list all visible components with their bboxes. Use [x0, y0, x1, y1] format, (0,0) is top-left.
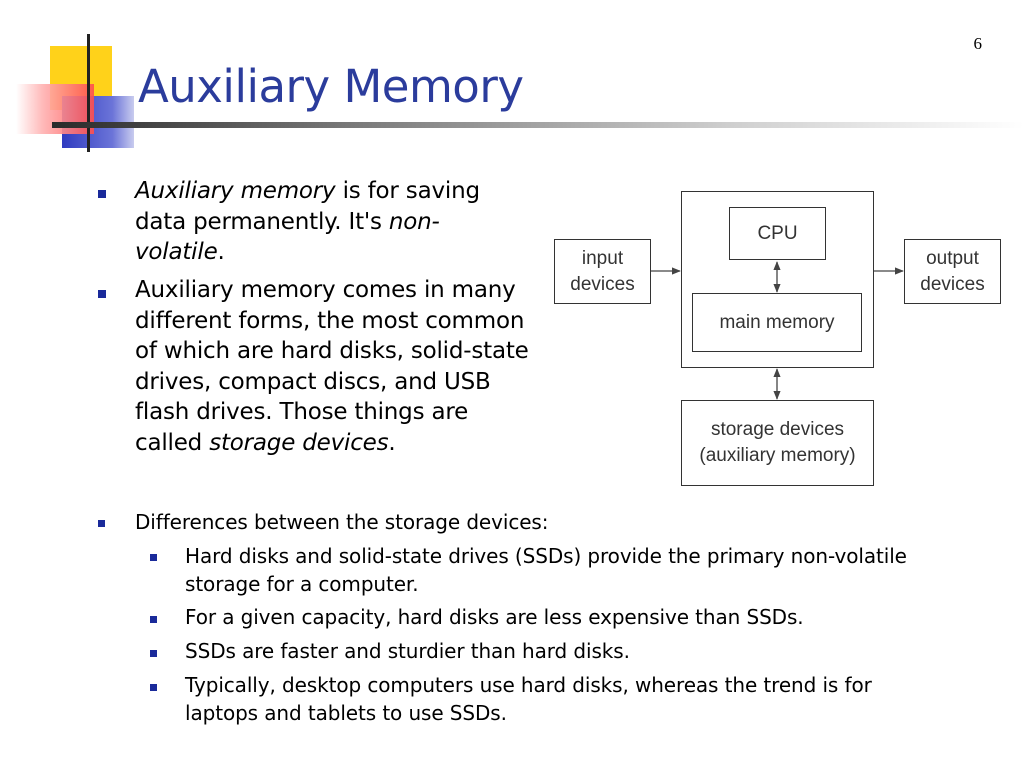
bullet-2-text: Auxiliary memory comes in many different… — [135, 275, 530, 458]
sub-bullet-4: Typically, desktop computers use hard di… — [185, 673, 872, 725]
storage-devices-label-line1: storage devices — [710, 419, 845, 440]
decor-vertical-line — [87, 34, 90, 152]
bullet-2-span-1: Auxiliary memory comes in many different… — [135, 277, 529, 456]
main-memory-label: main memory — [719, 311, 835, 333]
cpu-box: CPU — [729, 207, 826, 260]
sub-bullet-3: SSDs are faster and sturdier than hard d… — [185, 639, 630, 663]
output-devices-box: output devices — [904, 239, 1001, 304]
bullet-1-text: Auxiliary memory is for saving data perm… — [135, 176, 525, 268]
bullet-marker — [98, 520, 105, 527]
slide-title: Auxiliary Memory — [138, 60, 524, 113]
computer-box — [681, 191, 874, 368]
input-devices-box: input devices — [554, 239, 651, 304]
bullet-1-italic-1: Auxiliary memory — [135, 178, 336, 204]
sub-bullet-marker — [150, 684, 157, 691]
bullet-2-span-2: . — [388, 429, 396, 456]
bullet-marker — [98, 290, 106, 298]
bullet-2-italic-1: storage devices — [209, 429, 389, 456]
title-underline — [52, 122, 1024, 128]
sub-bullet-marker — [150, 650, 157, 657]
bullet-1-italic-2: non-volatile — [135, 208, 440, 266]
storage-devices-box: storage devices (auxiliary memory) — [681, 400, 874, 486]
sub-bullet-marker — [150, 554, 157, 561]
cpu-label: CPU — [757, 222, 798, 244]
bullet-3-text: Differences between the storage devices: — [135, 510, 549, 534]
sub-bullet-1: Hard disks and solid-state drives (SSDs)… — [185, 544, 907, 596]
sub-bullet-2: For a given capacity, hard disks are les… — [185, 605, 804, 629]
slide-number: 6 — [973, 34, 983, 53]
bullet-1-span-1: is for saving data permanently. It's — [135, 178, 480, 235]
bullet-1-span-2: . — [217, 239, 225, 265]
sub-bullet-marker — [150, 616, 157, 623]
main-memory-box: main memory — [692, 293, 862, 352]
bullet-marker — [98, 190, 106, 198]
output-devices-label: output devices — [920, 247, 985, 295]
input-devices-label: input devices — [570, 247, 635, 295]
storage-devices-label-line2: (auxiliary memory) — [699, 445, 856, 466]
